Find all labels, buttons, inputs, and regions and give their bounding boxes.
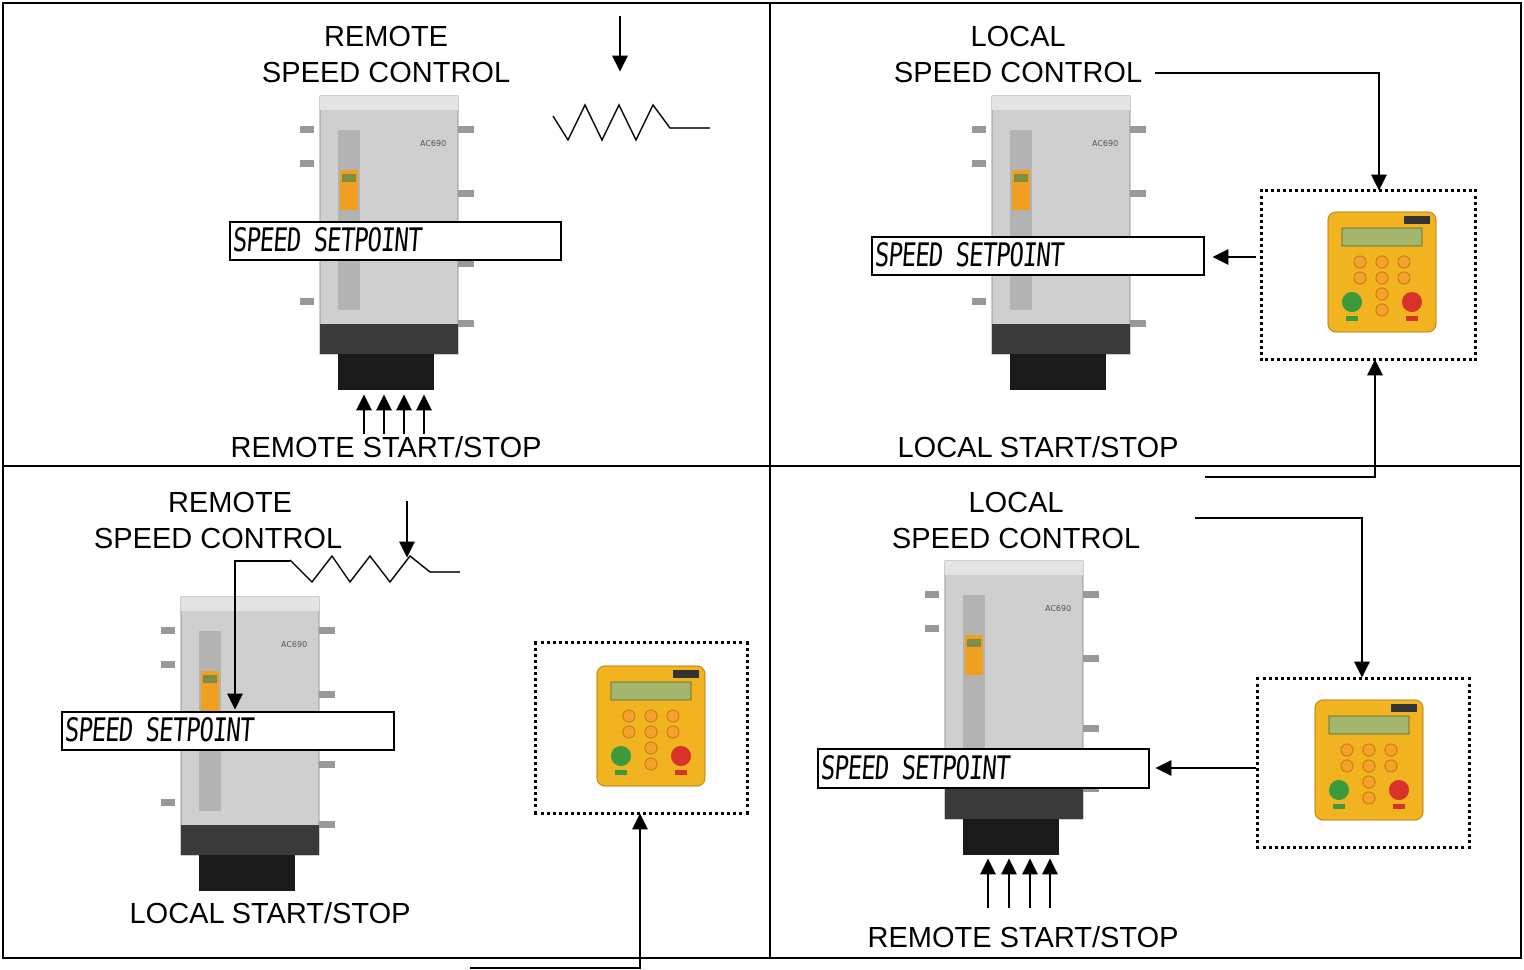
start-stop-connector — [1205, 361, 1375, 477]
speed-connector — [1155, 73, 1379, 189]
speed-setpoint-display: SPEED SETPOINT — [871, 236, 1205, 276]
speed-connector — [1195, 518, 1362, 676]
start-stop-label: LOCAL START/STOP — [130, 896, 411, 932]
speed-control-label-line1: REMOTE — [324, 19, 448, 55]
speed-control-label-line1: LOCAL — [968, 485, 1063, 521]
speed-setpoint-text: SPEED SETPOINT — [820, 749, 1011, 787]
start-stop-connector — [470, 815, 640, 968]
start-stop-label: REMOTE START/STOP — [231, 430, 542, 466]
speed-setpoint-text: SPEED SETPOINT — [64, 712, 255, 750]
potentiometer-icon — [553, 105, 710, 140]
speed-control-label-line1: LOCAL — [970, 19, 1065, 55]
speed-setpoint-display: SPEED SETPOINT — [61, 711, 395, 751]
keypad-frame — [534, 641, 749, 815]
speed-setpoint-display: SPEED SETPOINT — [817, 748, 1150, 789]
start-stop-label: REMOTE START/STOP — [868, 920, 1179, 956]
speed-control-label-line1: REMOTE — [168, 485, 292, 521]
speed-setpoint-text: SPEED SETPOINT — [232, 222, 423, 260]
keypad-frame — [1260, 189, 1477, 361]
speed-control-label-line2: SPEED CONTROL — [262, 55, 510, 91]
ac-drive-icon — [925, 561, 1099, 855]
speed-control-label-line2: SPEED CONTROL — [94, 521, 342, 557]
speed-control-label-line2: SPEED CONTROL — [892, 521, 1140, 557]
speed-setpoint-text: SPEED SETPOINT — [874, 237, 1065, 275]
start-stop-label: LOCAL START/STOP — [898, 430, 1179, 466]
keypad-frame — [1256, 677, 1471, 849]
speed-control-label-line2: SPEED CONTROL — [894, 55, 1142, 91]
speed-setpoint-display: SPEED SETPOINT — [229, 221, 562, 261]
potentiometer-icon — [290, 556, 460, 582]
